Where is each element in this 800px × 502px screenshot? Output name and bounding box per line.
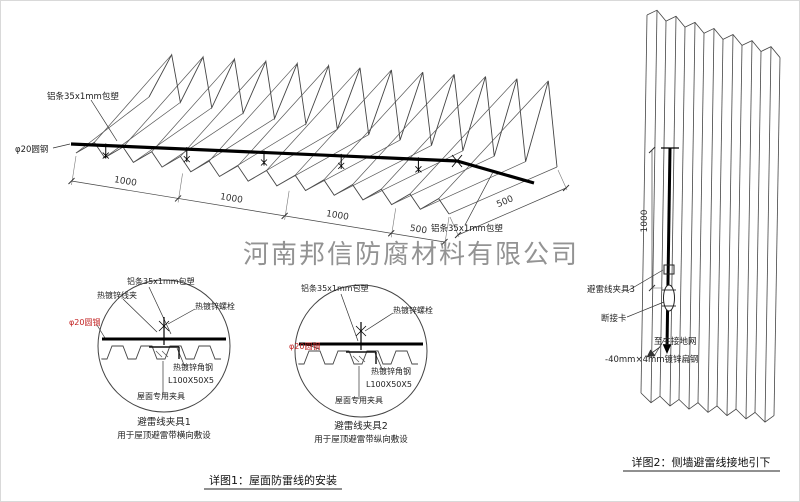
detail-2-internals (298, 322, 423, 365)
caption-detail-1: 详图1：屋面防雷线的安装 (209, 473, 337, 487)
d1-label-angle: 热镀锌角钢 (173, 362, 213, 372)
leader-lines (52, 99, 666, 399)
wall-label-clamp3: 避雷线夹具3 (587, 284, 635, 295)
roof-isometric-sheet (75, 53, 558, 215)
d1-caption: 避雷线夹具1 (137, 416, 191, 428)
dim-1000-b: 1000 (219, 192, 243, 206)
wall-dim-1000: 1000 (640, 209, 650, 232)
misc-lines (204, 146, 780, 490)
d1-label-round-steel: φ20圆钢 (69, 317, 100, 327)
wall-label-to-ground: 至主接地网 (654, 336, 697, 347)
d1-label-bolt: 热镀锌螺栓 (195, 301, 235, 311)
d1-label-roof-clamp: 屋面专用夹具 (137, 391, 185, 401)
d2-label-roof-clamp: 屋面专用夹具 (335, 395, 383, 405)
d2-caption: 避雷线夹具2 (334, 420, 388, 432)
d1-label-wire-clamp: 热镀锌线夹 (97, 290, 137, 300)
dim-1000-c: 1000 (325, 209, 349, 223)
detail-circle-1 (97, 279, 231, 413)
d1-label-strip: 铝条35x1mm包塑 (127, 276, 195, 286)
detail-circle-2 (294, 284, 428, 418)
label-strip-top: 铝条35x1mm包塑 (47, 91, 119, 102)
d1-label-angle-spec: L100X50X5 (168, 376, 214, 385)
lightning-wire (70, 142, 535, 185)
dim-1000-a: 1000 (113, 175, 137, 189)
wall-label-disconnect: 断接卡 (601, 313, 627, 324)
dim-500-front: 500 (409, 224, 428, 237)
caption-detail-2: 详图2：侧墙避雷线接地引下 (632, 455, 771, 469)
d2-label-bolt: 热镀锌螺栓 (393, 305, 433, 315)
label-strip-right: 铝条35x1mm包塑 (431, 223, 503, 234)
d2-label-angle: 热镀锌角钢 (371, 366, 411, 376)
d2-label-strip: 铝条35x1mm包塑 (301, 283, 369, 293)
label-round-steel: φ20圆钢 (15, 144, 48, 155)
side-wall-corrugated (640, 9, 781, 423)
dim-500-right: 500 (495, 194, 515, 210)
dimension-lines (68, 155, 570, 247)
d2-caption-sub: 用于屋顶避雷带纵向敷设 (314, 434, 408, 445)
wall-label-flat-steel: -40mm×4mm镀锌扁钢 (605, 354, 699, 365)
d2-label-angle-spec: L100X50X5 (366, 380, 412, 389)
d2-label-round-steel: φ20圆钢 (289, 341, 320, 351)
d1-caption-sub: 用于屋顶避雷带横向敷设 (117, 430, 211, 441)
detail-1-internals (101, 317, 226, 360)
